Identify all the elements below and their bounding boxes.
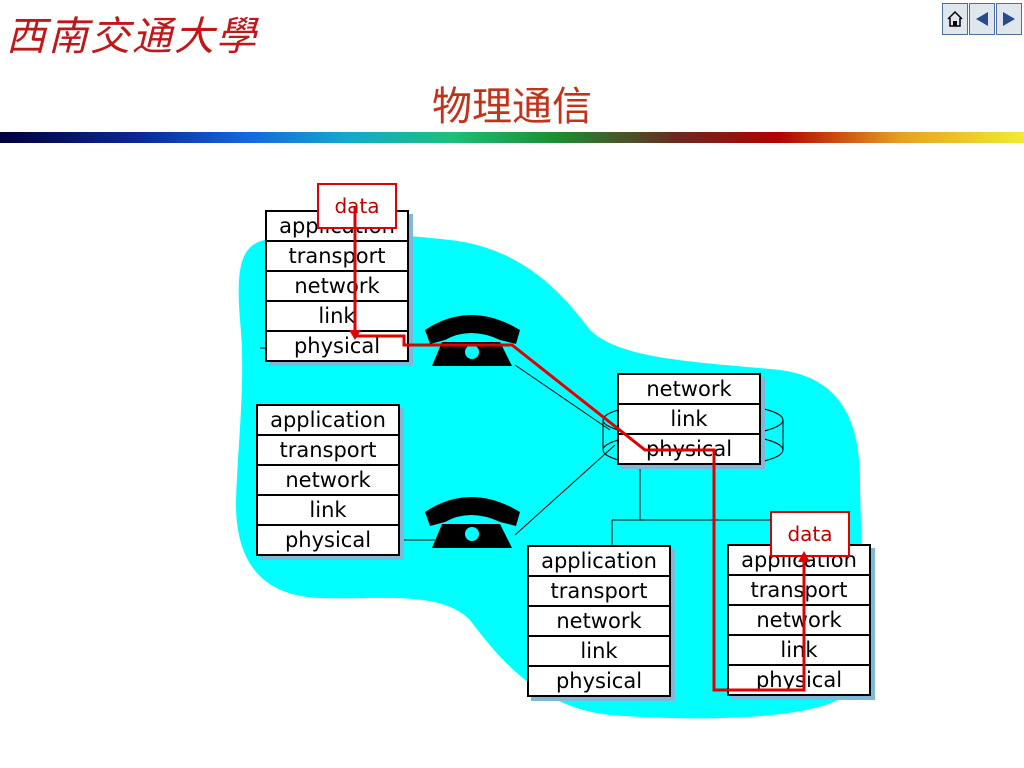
layer-network: network: [267, 270, 407, 300]
layer-network: network: [258, 464, 398, 494]
page-title: 物理通信: [432, 84, 592, 130]
layer-transport: transport: [258, 434, 398, 464]
data-label-destination: data: [770, 511, 850, 557]
layer-network: network: [619, 375, 759, 403]
next-icon: [1003, 12, 1015, 26]
home-button[interactable]: [942, 3, 968, 35]
layer-physical: physical: [267, 330, 407, 360]
layer-physical: physical: [529, 665, 669, 695]
layer-network: network: [729, 604, 869, 634]
layer-application: application: [529, 547, 669, 575]
layer-transport: transport: [529, 575, 669, 605]
layer-physical: physical: [258, 524, 398, 554]
layer-physical: physical: [729, 664, 869, 694]
stack-host-d: application transport network link physi…: [727, 544, 871, 696]
title-divider: [0, 132, 1024, 143]
layer-link: link: [529, 635, 669, 665]
layer-link: link: [267, 300, 407, 330]
home-icon: [947, 10, 963, 27]
layer-physical: physical: [619, 433, 759, 463]
layer-link: link: [619, 403, 759, 433]
layer-transport: transport: [267, 240, 407, 270]
stack-router: network link physical: [617, 373, 761, 465]
layer-link: link: [258, 494, 398, 524]
slide-nav: [941, 3, 1022, 35]
prev-icon: [976, 12, 988, 26]
data-label-source: data: [317, 183, 397, 229]
stack-host-a: application transport network link physi…: [265, 210, 409, 362]
next-button[interactable]: [996, 3, 1022, 35]
university-logo: 西南交通大學: [6, 14, 258, 60]
layer-transport: transport: [729, 574, 869, 604]
prev-button[interactable]: [969, 3, 995, 35]
layer-network: network: [529, 605, 669, 635]
layer-link: link: [729, 634, 869, 664]
layer-application: application: [258, 406, 398, 434]
stack-host-c: application transport network link physi…: [527, 545, 671, 697]
stack-host-b: application transport network link physi…: [256, 404, 400, 556]
